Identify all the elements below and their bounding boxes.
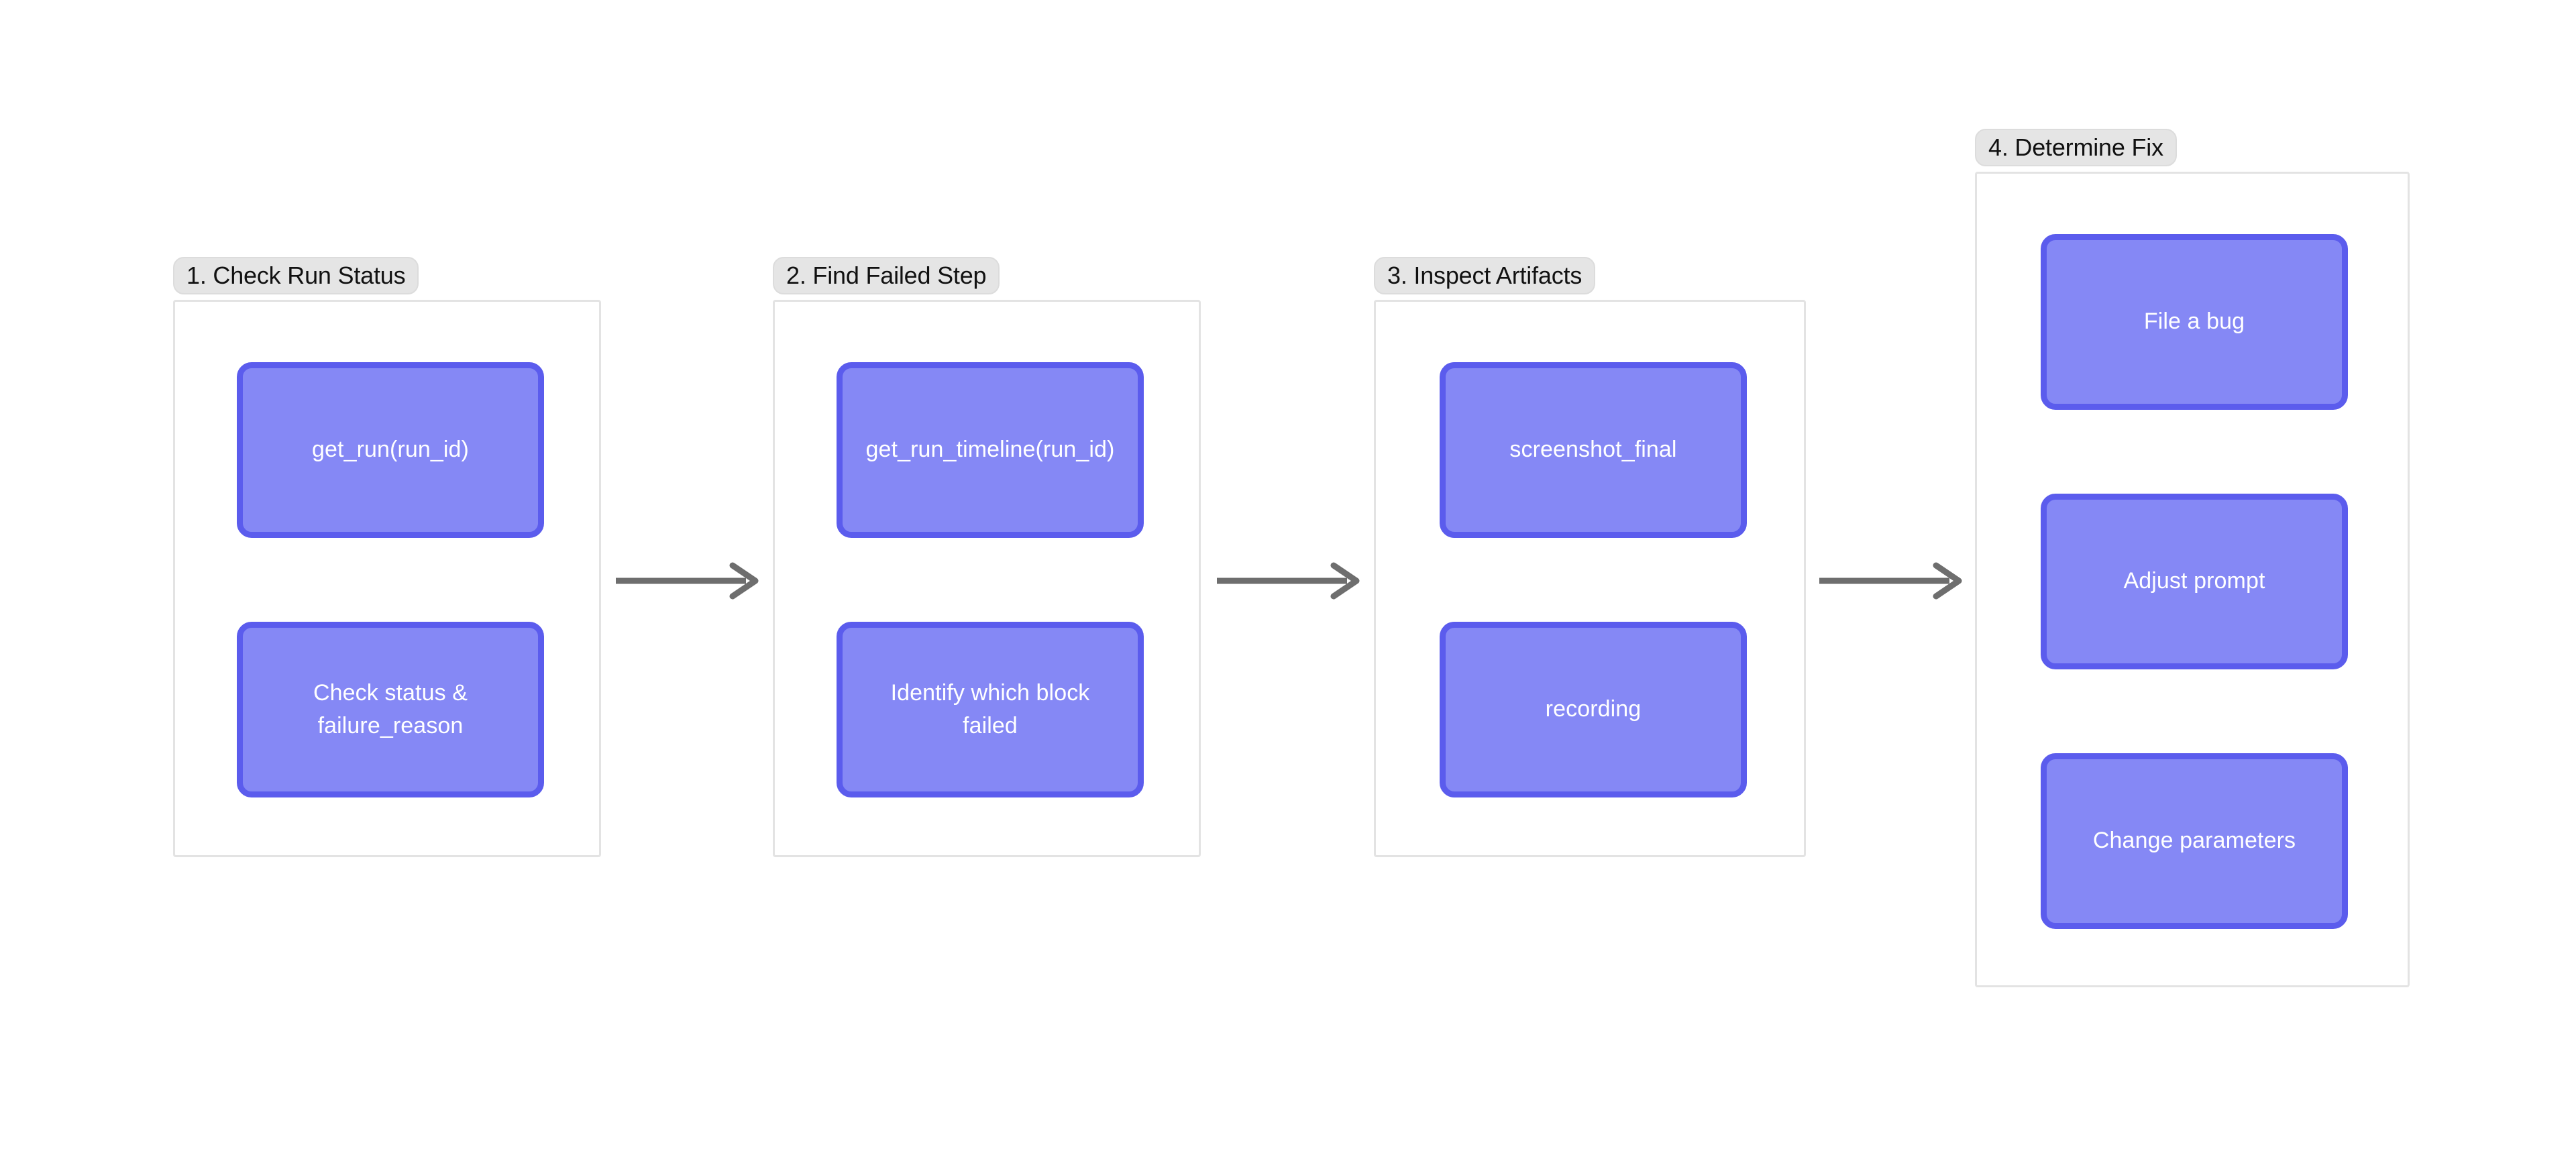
arrow-3-inspect-artifacts-to-determine-fix [1818, 562, 1963, 600]
group-label-find-failed-step: 2. Find Failed Step [773, 257, 1000, 294]
node-adjust-prompt[interactable]: Adjust prompt [2041, 494, 2348, 669]
arrow-right-icon [1819, 562, 1962, 600]
arrow-1-check-run-status-to-find-failed-step [614, 562, 759, 600]
group-label-check-run-status: 1. Check Run Status [173, 257, 419, 294]
group-check-run-status: get_run(run_id) Check status & failure_r… [173, 300, 601, 857]
group-determine-fix: File a bug Adjust prompt Change paramete… [1975, 172, 2410, 987]
arrow-2-find-failed-step-to-inspect-artifacts [1216, 562, 1360, 600]
group-label-determine-fix: 4. Determine Fix [1975, 129, 2177, 166]
group-label-inspect-artifacts: 3. Inspect Artifacts [1374, 257, 1596, 294]
group-find-failed-step: get_run_timeline(run_id) Identify which … [773, 300, 1201, 857]
node-screenshot-final[interactable]: screenshot_final [1440, 362, 1747, 538]
node-file-a-bug[interactable]: File a bug [2041, 234, 2348, 410]
node-identify-block[interactable]: Identify which block failed [837, 622, 1144, 797]
arrow-right-icon [616, 562, 759, 600]
group-inspect-artifacts: screenshot_final recording [1374, 300, 1806, 857]
arrow-right-icon [1217, 562, 1360, 600]
node-change-parameters[interactable]: Change parameters [2041, 753, 2348, 929]
node-check-status[interactable]: Check status & failure_reason [237, 622, 544, 797]
node-get-run[interactable]: get_run(run_id) [237, 362, 544, 538]
node-get-run-timeline[interactable]: get_run_timeline(run_id) [837, 362, 1144, 538]
node-recording[interactable]: recording [1440, 622, 1747, 797]
